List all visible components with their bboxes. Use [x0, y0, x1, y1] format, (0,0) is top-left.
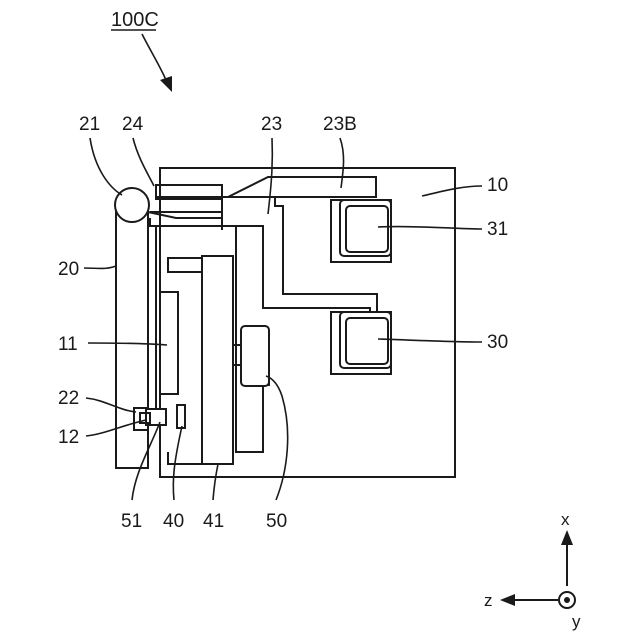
wedge-23b	[228, 177, 376, 197]
y-axis-dot	[564, 597, 570, 603]
label-31: 31	[487, 219, 508, 240]
leader-10	[422, 186, 482, 196]
label-50: 50	[266, 511, 287, 532]
leader-21	[90, 138, 122, 195]
leader-24	[133, 138, 154, 186]
leader-23b	[340, 138, 344, 188]
z-axis-arrowhead	[500, 594, 515, 606]
label-21: 21	[79, 114, 100, 135]
label-10: 10	[487, 175, 508, 196]
label-11: 11	[58, 334, 78, 355]
leader-41	[213, 464, 218, 500]
plate-41-foot	[168, 452, 202, 464]
element-40	[177, 405, 185, 428]
plate-41	[202, 256, 233, 464]
box-30-inner	[340, 312, 391, 368]
leader-31	[378, 226, 482, 229]
x-axis-arrowhead	[561, 530, 573, 545]
label-12: 12	[58, 427, 79, 448]
leader-50	[266, 376, 288, 500]
label-22: 22	[58, 388, 79, 409]
plate-41-tab	[168, 258, 202, 272]
label-30: 30	[487, 332, 508, 353]
title-arrowhead	[160, 76, 172, 92]
label-24: 24	[122, 114, 144, 135]
box-31-inner	[340, 200, 391, 256]
x-axis-label: x	[561, 510, 570, 529]
leader-30	[378, 339, 482, 342]
component-50	[241, 326, 269, 386]
label-41: 41	[203, 511, 224, 532]
label-23: 23	[261, 114, 282, 135]
title-label: 100C	[111, 9, 159, 31]
label-20: 20	[58, 259, 79, 280]
z-axis-label: z	[484, 591, 493, 610]
label-51: 51	[121, 511, 142, 532]
title-leader	[142, 34, 166, 80]
y-axis-label: y	[572, 612, 581, 631]
strip-11	[160, 292, 178, 394]
label-40: 40	[163, 511, 184, 532]
leader-20	[84, 266, 116, 269]
label-23b: 23B	[323, 114, 357, 135]
